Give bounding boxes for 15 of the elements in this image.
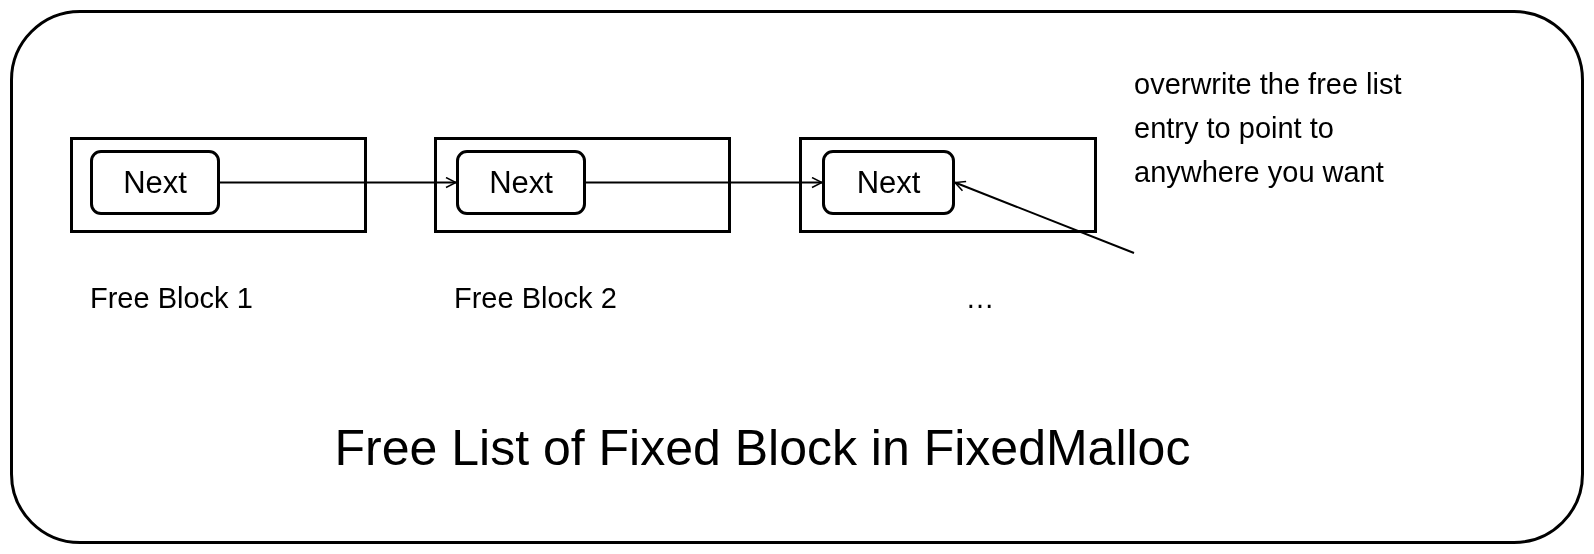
arrow (219, 176, 457, 189)
block-label: Free Block 1 (90, 281, 254, 316)
memory-block (70, 137, 367, 233)
memory-block (799, 137, 1097, 233)
memory-block (434, 137, 731, 233)
diagram-caption: Free List of Fixed Block in FixedMalloc (333, 419, 1192, 478)
arrow (585, 176, 823, 189)
pointer-field: Next (90, 150, 220, 215)
diagram-frame (10, 10, 1584, 544)
pointer-field: Next (822, 150, 955, 215)
block-label: Free Block 2 (454, 281, 618, 316)
arrow (954, 180, 1135, 254)
annotation-text: overwrite the free list entry to point to anywhere you want (1134, 62, 1434, 292)
pointer-field: Next (456, 150, 586, 215)
block-label: … (964, 281, 996, 316)
